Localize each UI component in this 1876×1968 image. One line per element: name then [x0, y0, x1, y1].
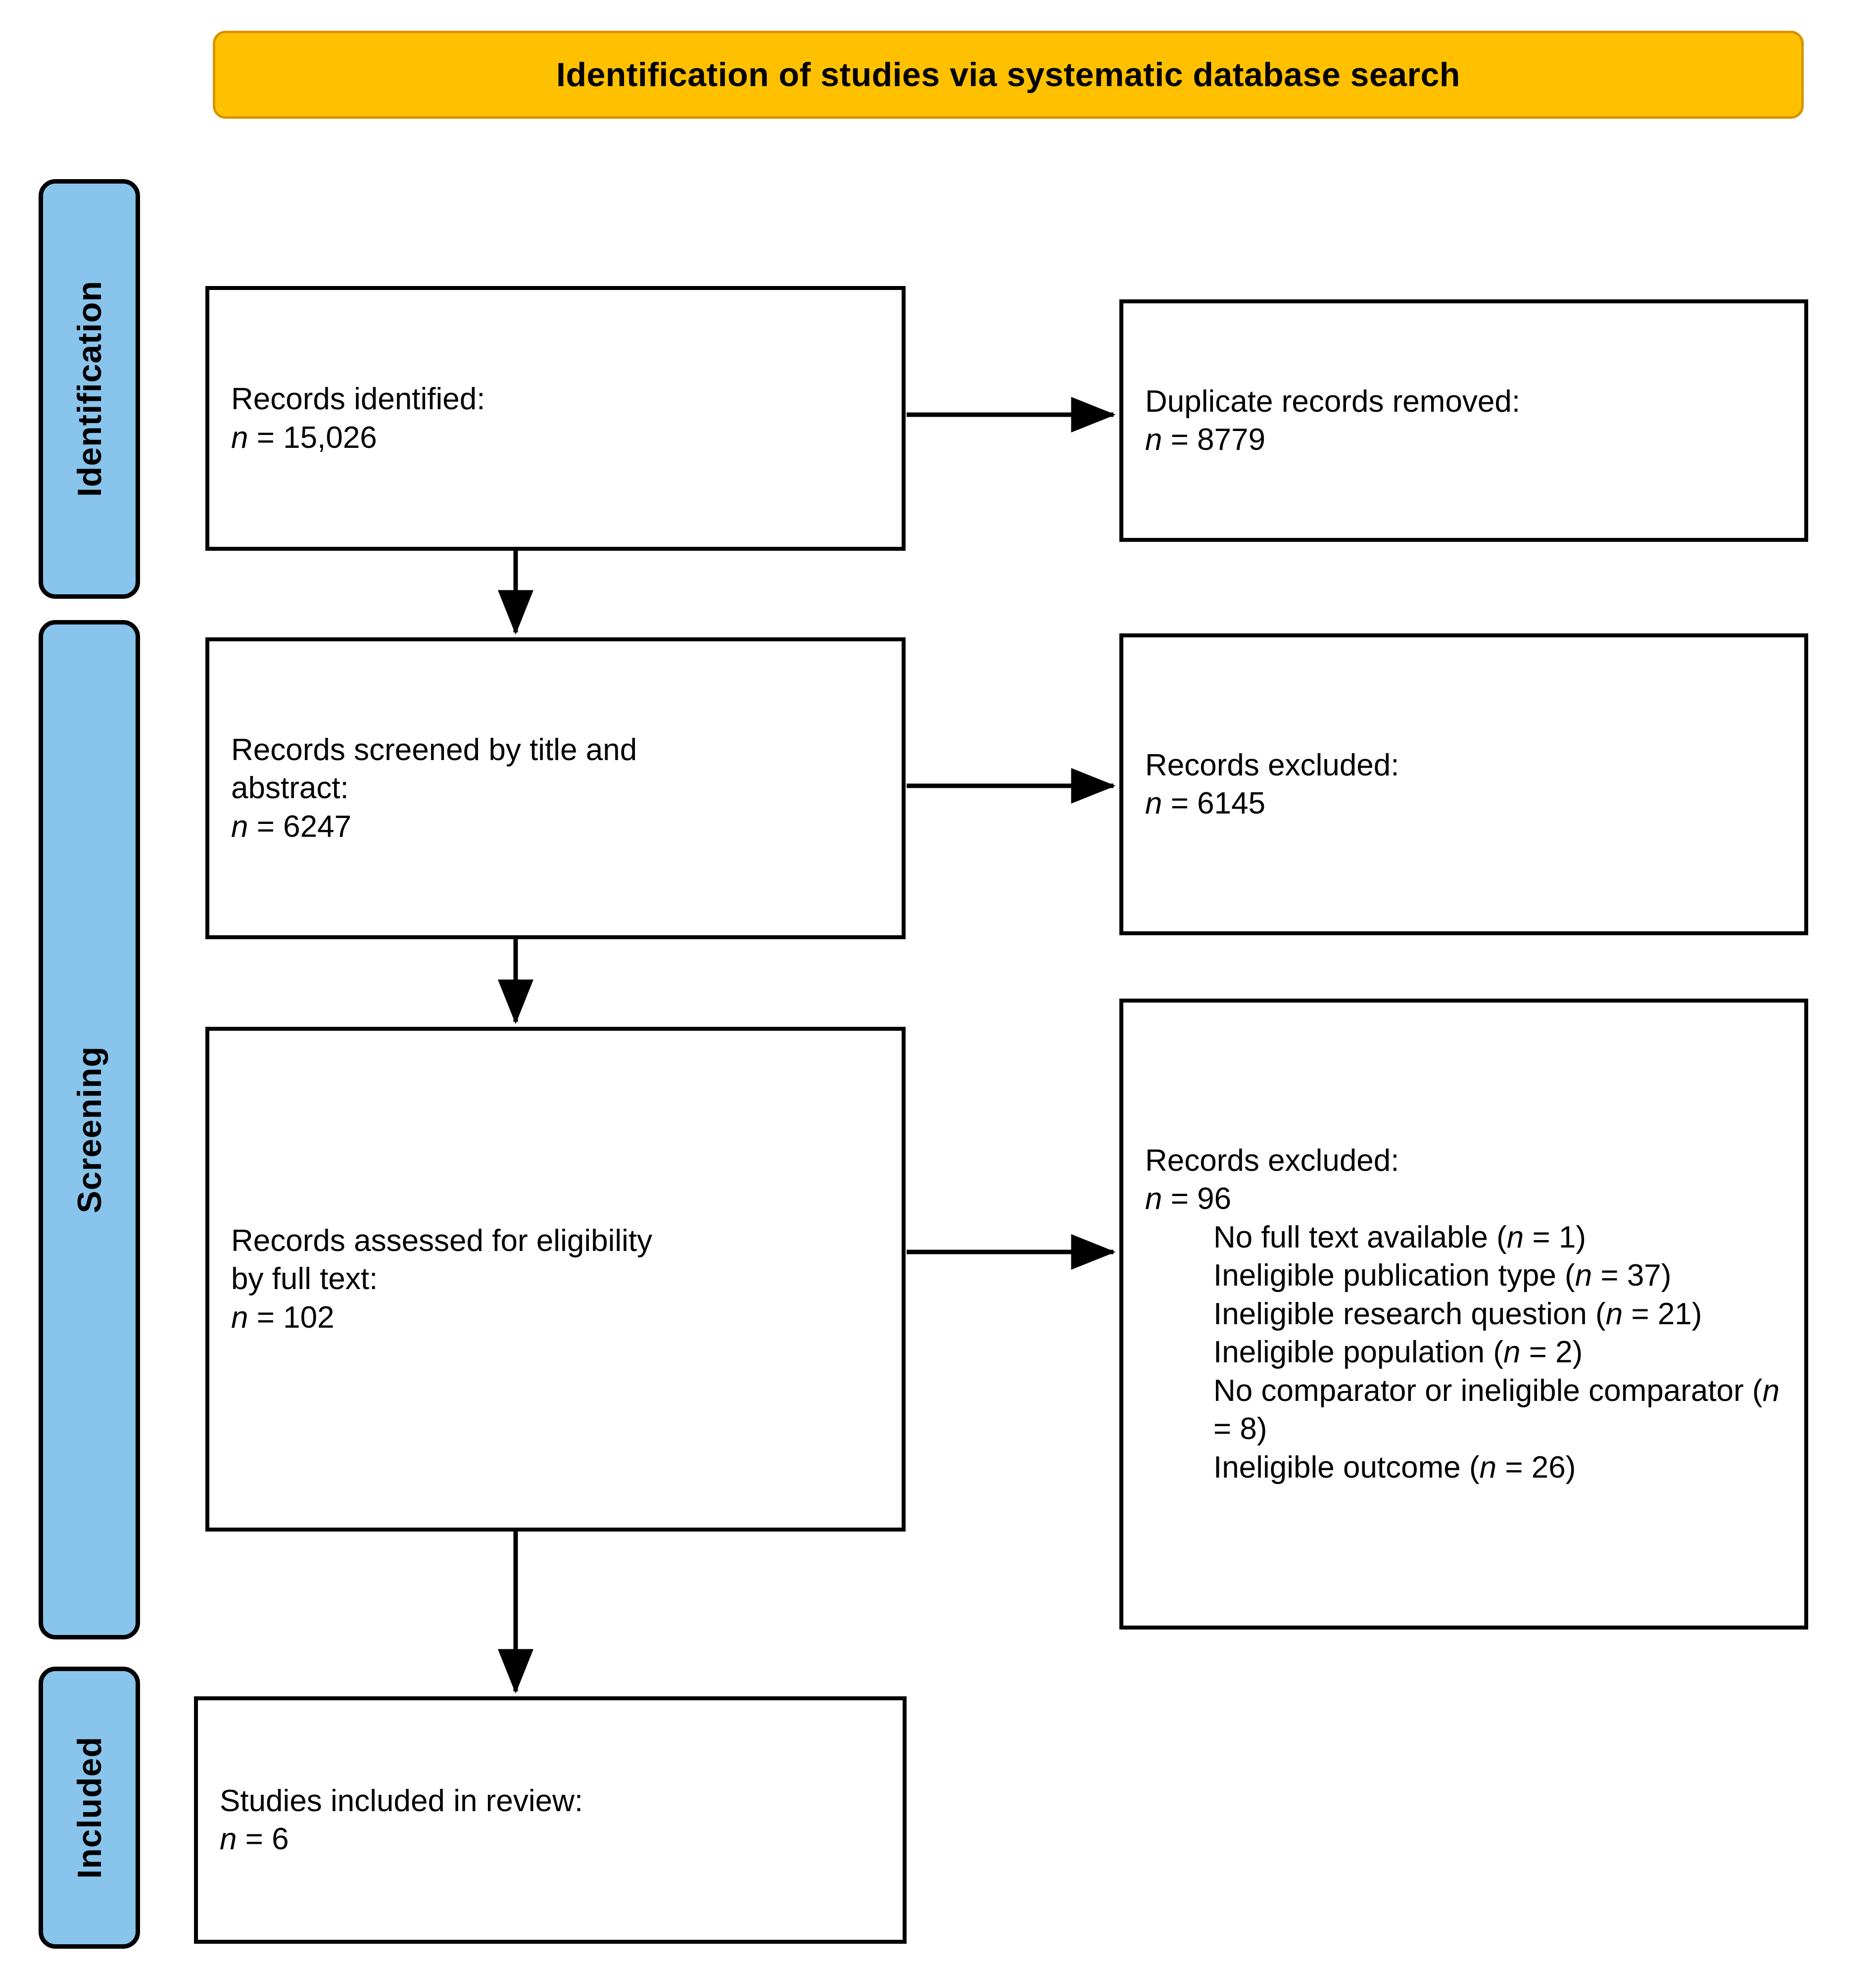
box-records-excluded-screening-label: Records excluded: [1145, 748, 1399, 782]
n-symbol: n [1479, 1450, 1497, 1485]
n-symbol: n [231, 1300, 248, 1335]
box-records-screened-label-line1: Records screened by title and [231, 732, 637, 767]
stage-label-identification: Identification [39, 179, 140, 599]
exclusion-reason-item: Ineligible outcome (n = 26) [1213, 1448, 1782, 1487]
box-records-screened-label-line2: abstract: [231, 771, 349, 806]
box-records-excluded-screening: Records excluded: n = 6145 [1119, 633, 1808, 935]
exclusion-reason-label: Ineligible publication type ( [1213, 1258, 1575, 1293]
exclusion-reason-label: No full text available ( [1213, 1220, 1507, 1254]
count-value: 6145 [1197, 786, 1266, 820]
exclusion-reason-count: = 21) [1623, 1296, 1702, 1331]
exclusion-reason-count: = 37) [1592, 1258, 1672, 1293]
box-records-assessed-label-line1: Records assessed for eligibility [231, 1223, 653, 1258]
n-symbol: n [1503, 1335, 1521, 1370]
box-records-assessed-count: n = 102 [231, 1298, 880, 1337]
count-value: 6247 [283, 809, 352, 844]
diagram-title-text: Identification of studies via systematic… [556, 56, 1460, 94]
n-symbol: n [1575, 1258, 1592, 1293]
box-studies-included-count: n = 6 [220, 1820, 881, 1859]
box-duplicate-records-removed-count: n = 8779 [1145, 421, 1782, 459]
box-records-identified-count: n = 15,026 [231, 419, 880, 457]
n-symbol: n [1145, 423, 1162, 457]
stage-label-included: Included [39, 1667, 140, 1949]
box-records-excluded-fulltext: Records excluded: n = 96 No full text av… [1119, 999, 1808, 1630]
stage-label-screening-text: Screening [70, 1046, 108, 1213]
box-studies-included: Studies included in review: n = 6 [194, 1696, 907, 1944]
stage-label-included-text: Included [70, 1736, 108, 1879]
exclusion-reason-item: Ineligible publication type (n = 37) [1213, 1256, 1782, 1295]
n-symbol: n [231, 809, 248, 844]
stage-label-identification-text: Identification [70, 281, 108, 497]
exclusion-reason-count: = 8) [1213, 1412, 1267, 1446]
equals-sign: = [248, 1300, 284, 1335]
equals-sign: = [248, 420, 284, 455]
n-symbol: n [1145, 1182, 1162, 1216]
n-symbol: n [1145, 786, 1162, 820]
equals-sign: = [1162, 1182, 1198, 1216]
exclusion-reason-item: No full text available (n = 1) [1213, 1218, 1782, 1257]
box-records-screened: Records screened by title and abstract: … [205, 637, 906, 939]
box-records-excluded-fulltext-count: n = 96 [1145, 1180, 1782, 1218]
exclusion-reason-item: No comparator or ineligible comparator (… [1213, 1372, 1782, 1448]
exclusion-reason-label: Ineligible research question ( [1213, 1296, 1606, 1331]
box-records-identified: Records identified: n = 15,026 [205, 286, 906, 551]
n-symbol: n [220, 1822, 237, 1856]
exclusion-reason-list: No full text available (n = 1)Ineligible… [1145, 1218, 1782, 1487]
equals-sign: = [248, 809, 284, 844]
n-symbol: n [1762, 1373, 1780, 1408]
box-records-assessed-eligibility: Records assessed for eligibility by full… [205, 1027, 906, 1532]
box-records-excluded-screening-count: n = 6145 [1145, 784, 1782, 823]
n-symbol: n [231, 420, 248, 455]
exclusion-reason-item: Ineligible research question (n = 21) [1213, 1295, 1782, 1334]
box-records-screened-count: n = 6247 [231, 808, 880, 846]
exclusion-reason-count: = 26) [1496, 1450, 1576, 1485]
n-symbol: n [1605, 1296, 1623, 1331]
equals-sign: = [1162, 786, 1198, 820]
box-records-excluded-fulltext-label: Records excluded: [1145, 1143, 1399, 1178]
box-duplicate-records-removed: Duplicate records removed: n = 8779 [1119, 299, 1808, 542]
box-records-assessed-label-line2: by full text: [231, 1262, 378, 1296]
exclusion-reason-label: Ineligible population ( [1213, 1335, 1503, 1370]
equals-sign: = [1162, 423, 1198, 457]
exclusion-reason-count: = 2) [1520, 1335, 1583, 1370]
n-symbol: n [1506, 1220, 1524, 1254]
count-value: 6 [272, 1822, 289, 1856]
diagram-title-banner: Identification of studies via systematic… [213, 31, 1804, 119]
exclusion-reason-label: Ineligible outcome ( [1213, 1450, 1480, 1485]
box-studies-included-label: Studies included in review: [220, 1783, 583, 1818]
equals-sign: = [237, 1822, 272, 1856]
box-duplicate-records-removed-label: Duplicate records removed: [1145, 384, 1521, 419]
count-value: 8779 [1197, 423, 1266, 457]
count-value: 15,026 [283, 420, 377, 455]
box-records-identified-label: Records identified: [231, 382, 485, 416]
stage-label-screening: Screening [39, 620, 140, 1639]
count-value: 102 [283, 1300, 335, 1335]
count-value: 96 [1197, 1182, 1232, 1216]
exclusion-reason-count: = 1) [1524, 1220, 1587, 1254]
exclusion-reason-label: No comparator or ineligible comparator ( [1213, 1373, 1763, 1408]
exclusion-reason-item: Ineligible population (n = 2) [1213, 1333, 1782, 1372]
